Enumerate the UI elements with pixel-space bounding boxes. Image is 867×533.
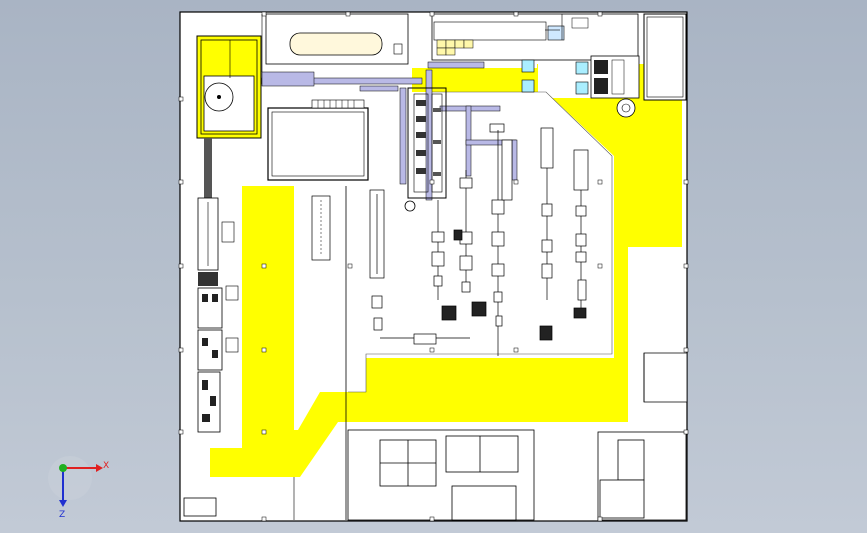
right-enclosure: [643, 13, 687, 101]
left-vertical-duct: [204, 138, 212, 198]
cabinet-b: [445, 39, 456, 49]
process-frame-inner: [413, 93, 429, 193]
pit-inner: [200, 39, 258, 135]
machine-line-2: [431, 200, 457, 321]
left-aux-1: [225, 285, 239, 301]
cabinet-a: [436, 39, 447, 49]
conveyor-top-right: [427, 61, 485, 69]
left-machine-details: [202, 294, 218, 422]
cyan-box-1: [521, 59, 535, 73]
process-frame-hatches: [416, 100, 441, 176]
left-machine-4: [197, 329, 223, 371]
office-room-2: [445, 435, 519, 473]
process-bar-top: [311, 99, 365, 109]
walkway-bottom-band: [348, 247, 628, 422]
cabinet-device-2: [571, 17, 589, 29]
bottom-left-bench: [183, 497, 217, 517]
office-room-5: [599, 479, 645, 519]
triad-z-arrow: [59, 500, 67, 507]
sheet-notch: [643, 352, 688, 403]
office-room-3: [451, 485, 517, 521]
triad-x-arrow: [96, 464, 103, 472]
conveyor-small: [359, 85, 399, 92]
process-frame-side: [431, 93, 443, 193]
pit-tank-core: [217, 95, 221, 99]
machine-line-5: [539, 127, 554, 341]
left-machine-3: [197, 287, 223, 329]
top-tank: [289, 32, 383, 56]
production-area: [348, 92, 610, 392]
process-bar-ticks: [317, 100, 355, 108]
cyan-box-3: [575, 61, 589, 75]
left-aux-2: [225, 337, 239, 353]
office-room-4: [617, 439, 645, 481]
small-block-top: [393, 43, 403, 55]
fan-unit: [616, 98, 636, 118]
control-room-inner: [271, 111, 365, 177]
walkway-left-band: [210, 186, 348, 477]
triad-y-axis: [59, 464, 67, 472]
column-markers: [178, 11, 689, 522]
left-machine-5: [197, 371, 221, 433]
machine-line-6: [573, 149, 589, 319]
machine-line-3: [453, 170, 487, 317]
cabinet-device: [547, 25, 565, 41]
cabinet-e: [436, 47, 447, 56]
conveyor-vertical-4: [511, 139, 518, 181]
right-enclosure-inner: [646, 16, 684, 98]
walkway-outline: [348, 91, 613, 393]
pump-a: [594, 60, 608, 74]
cabinet-f: [445, 47, 456, 56]
triad-z-label: Z: [59, 510, 65, 520]
conveyor-vertical-1: [399, 87, 407, 185]
cabinet-c: [454, 39, 465, 49]
triad-x-label: X: [103, 461, 109, 471]
pump-c: [611, 59, 625, 95]
process-valve: [404, 200, 416, 212]
cabinet-strip: [433, 21, 547, 41]
pump-b: [594, 78, 608, 94]
cyan-box-4: [575, 81, 589, 95]
fan-core: [621, 103, 631, 113]
machine-line-4: [489, 123, 513, 356]
coordinate-triad: X Z: [48, 456, 109, 520]
process-frame-main: [407, 87, 447, 199]
cabinet-d: [463, 39, 474, 49]
left-machine-2: [198, 272, 218, 286]
machine-line-1: [369, 189, 470, 345]
conveyor-top-feeder: [261, 71, 315, 87]
cyan-box-2: [521, 79, 535, 93]
left-aux-3: [221, 221, 235, 243]
control-room: [267, 107, 369, 181]
walkway-top-band: [412, 64, 682, 247]
triad-origin-disc: [48, 456, 92, 500]
